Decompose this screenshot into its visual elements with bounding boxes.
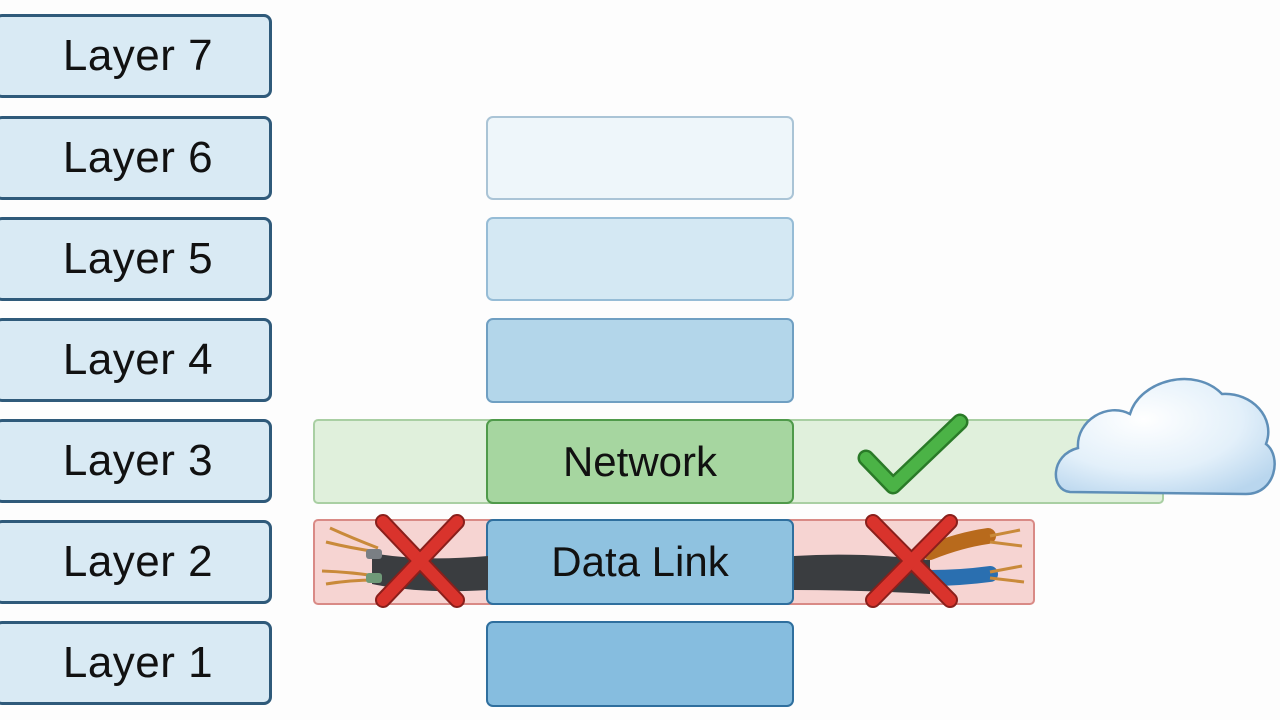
stack-datalink: Data Link [486,519,794,605]
datalink-label: Data Link [551,538,729,585]
stack-layer-1 [486,621,794,707]
stack-layer-4 [486,318,794,403]
layer-5-label: Layer 5 [0,217,272,301]
stack-network: Network [486,419,794,504]
layer-1-label: Layer 1 [0,621,272,705]
network-label: Network [562,437,718,485]
layer-3-label: Layer 3 [0,419,272,503]
layer-2-label: Layer 2 [0,520,272,604]
layer-6-label: Layer 6 [0,116,272,200]
stack-layer-6 [486,116,794,200]
layer-7-label: Layer 7 [0,14,272,98]
layer-4-label: Layer 4 [0,318,272,402]
stack-layer-5 [486,217,794,301]
